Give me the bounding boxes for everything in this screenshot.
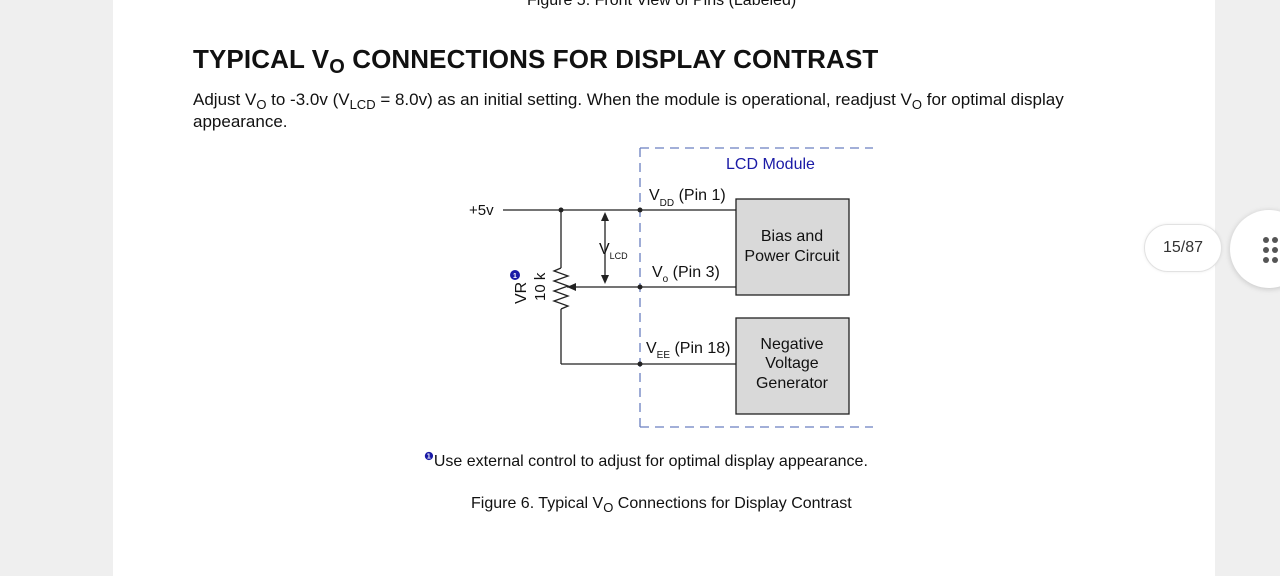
vo-main: V xyxy=(652,264,663,281)
vo-sub: o xyxy=(663,274,669,285)
heading-subscript: O xyxy=(329,56,345,78)
vee-sub: EE xyxy=(657,350,671,361)
neg-box-line-2: Voltage xyxy=(765,355,818,372)
vlcd-main: V xyxy=(599,241,610,258)
dots-grid-icon xyxy=(1263,237,1279,263)
footnote-marker: ❶ xyxy=(424,451,434,463)
heading-prefix: TYPICAL V xyxy=(193,44,330,74)
vlcd-label: VLCD xyxy=(599,241,628,261)
resistor-labels: VR 10 k xyxy=(513,272,549,304)
intro-paragraph: Adjust VO to -3.0v (VLCD = 8.0v) as an i… xyxy=(193,89,1153,133)
resistor-value: 10 k xyxy=(532,272,549,301)
pdf-page: Figure 5. Front View of Pins (Labeled) T… xyxy=(113,0,1215,576)
bias-box-line-1: Bias and xyxy=(761,228,823,245)
page-counter: 15/87 xyxy=(1144,224,1222,272)
menu-button[interactable] xyxy=(1230,210,1280,288)
vo-pin: (Pin 3) xyxy=(668,264,720,281)
figure-caption-suffix: Connections for Display Contrast xyxy=(613,495,852,512)
intro-text-1: Adjust V xyxy=(193,90,257,109)
figure-caption-prefix: Figure 6. Typical V xyxy=(471,495,604,512)
note-marker-circle xyxy=(510,270,520,280)
previous-figure-caption: Figure 5. Front View of Pins (Labeled) xyxy=(527,0,797,9)
footnote: ❶Use external control to adjust for opti… xyxy=(424,450,868,471)
vlcd-sub: LCD xyxy=(610,251,629,261)
vee-pin-label: VEE (Pin 18) xyxy=(646,340,730,361)
heading-suffix: CONNECTIONS FOR DISPLAY CONTRAST xyxy=(344,44,879,74)
intro-sub-3: O xyxy=(911,97,922,112)
vee-pin: (Pin 18) xyxy=(670,340,730,357)
negative-voltage-generator-box xyxy=(735,317,850,415)
section-heading: TYPICAL VO CONNECTIONS FOR DISPLAY CONTR… xyxy=(193,44,879,78)
contrast-circuit-diagram: LCD Module +5v VLCD VDD xyxy=(469,147,873,428)
intro-text-4: for optimal display appearance. xyxy=(193,90,1064,131)
vdd-main: V xyxy=(649,187,660,204)
intro-sub-1: O xyxy=(256,97,267,112)
vee-main: V xyxy=(646,340,657,357)
vdd-pin-label: VDD (Pin 1) xyxy=(649,187,726,209)
bias-power-circuit-box xyxy=(735,198,850,296)
circuit-markers xyxy=(558,207,643,367)
note-marker-number: 1 xyxy=(513,273,517,280)
intro-text-3: = 8.0v) as an initial setting. When the … xyxy=(375,90,912,109)
supply-voltage-label: +5v xyxy=(469,202,494,219)
intro-sub-2: LCD xyxy=(349,97,376,112)
neg-box-line-3: Generator xyxy=(756,375,829,392)
footnote-text: Use external control to adjust for optim… xyxy=(433,453,868,470)
figure-caption-sub: O xyxy=(603,500,614,515)
figure-caption: Figure 6. Typical VO Connections for Dis… xyxy=(471,495,852,515)
intro-text-2: to -3.0v (V xyxy=(266,90,350,109)
resistor-name: VR xyxy=(513,282,530,304)
bias-box-line-2: Power Circuit xyxy=(744,248,840,265)
vdd-sub: DD xyxy=(660,198,674,209)
neg-box-line-1: Negative xyxy=(760,336,823,353)
circuit-wires xyxy=(503,209,736,365)
vo-pin-label: Vo (Pin 3) xyxy=(652,264,720,285)
lcd-module-label: LCD Module xyxy=(726,156,815,173)
vdd-pin: (Pin 1) xyxy=(674,187,726,204)
